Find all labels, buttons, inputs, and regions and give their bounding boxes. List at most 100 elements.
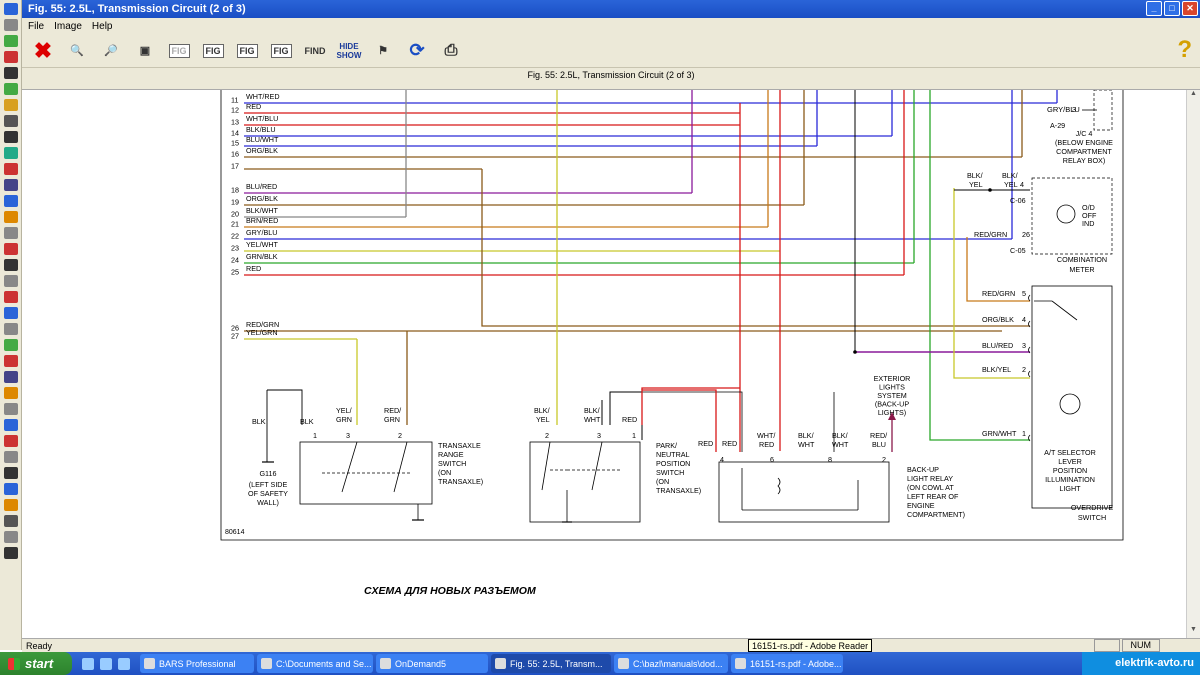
diagram-label: C-06 xyxy=(1010,196,1026,205)
launcher-icon[interactable] xyxy=(4,339,18,351)
menu-file[interactable]: File xyxy=(28,20,45,32)
launcher-icon[interactable] xyxy=(4,355,18,367)
launcher-icon[interactable] xyxy=(4,51,18,63)
fig-next-button[interactable]: FIG xyxy=(266,37,296,65)
bookmark-button[interactable]: ⚑ xyxy=(368,37,398,65)
minimize-button[interactable]: _ xyxy=(1146,1,1162,16)
diagram-label: LIGHTS xyxy=(879,383,905,392)
launcher-icon[interactable] xyxy=(4,547,18,559)
fit-window-button[interactable]: ▣ xyxy=(130,37,160,65)
print-button[interactable]: ⎙ xyxy=(436,37,466,65)
wire-color-label: BLU/WHT xyxy=(246,135,279,144)
combination-meter-box xyxy=(1031,177,1113,255)
wire-color-label: ORG/BLK xyxy=(246,146,278,155)
task-adobe-reader[interactable]: 16151-rs.pdf - Adobe... xyxy=(731,654,843,673)
wire-path xyxy=(966,237,1030,302)
fig-prev-button[interactable]: FIG xyxy=(164,37,194,65)
scroll-up-icon[interactable]: ▲ xyxy=(1190,90,1197,97)
diagram-label: GRN/WHT xyxy=(982,429,1017,438)
wire-color-label: RED xyxy=(246,102,261,111)
task-label: 16151-rs.pdf - Adobe... xyxy=(750,658,842,669)
quicklaunch-icon[interactable] xyxy=(100,657,112,670)
task-manuals-folder[interactable]: C:\bazl\manuals\dod... xyxy=(614,654,728,673)
fig-hand-icon: FIG xyxy=(202,43,224,58)
scroll-down-icon[interactable]: ▼ xyxy=(1190,626,1197,633)
maximize-button[interactable]: □ xyxy=(1164,1,1180,16)
launcher-icon[interactable] xyxy=(4,259,18,271)
launcher-icon[interactable] xyxy=(4,147,18,159)
launcher-icon[interactable] xyxy=(4,243,18,255)
launcher-icon[interactable] xyxy=(4,211,18,223)
launcher-icon[interactable] xyxy=(4,467,18,479)
diagram-label: RED xyxy=(722,439,737,448)
help-icon[interactable]: ? xyxy=(1177,36,1192,63)
launcher-icon[interactable] xyxy=(4,195,18,207)
menu-image[interactable]: Image xyxy=(54,20,82,32)
launcher-icon[interactable] xyxy=(4,323,18,335)
task-documents[interactable]: C:\Documents and Se... xyxy=(257,654,373,673)
diagram-label: 4 xyxy=(1020,180,1024,189)
refresh-button[interactable]: ⟳ xyxy=(402,37,432,65)
launcher-icon[interactable] xyxy=(4,435,18,447)
launcher-icon[interactable] xyxy=(4,307,18,319)
launcher-icon[interactable] xyxy=(4,515,18,527)
fig-select-button[interactable]: FIG xyxy=(198,37,228,65)
diagram-caption: СХЕМА ДЛЯ НОВЫХ РАЗЪЕМОМ xyxy=(364,585,536,597)
launcher-icon[interactable] xyxy=(4,163,18,175)
num-lock-indicator: NUM xyxy=(1121,639,1160,652)
task-label: BARS Professional xyxy=(159,658,236,669)
wire-segment xyxy=(541,441,551,491)
launcher-icon[interactable] xyxy=(4,403,18,415)
diagram-label: LIGHT RELAY xyxy=(907,474,953,483)
launcher-icon[interactable] xyxy=(4,131,18,143)
fig-back-button[interactable]: FIG xyxy=(232,37,262,65)
diagram-label: 1 xyxy=(632,431,636,440)
task-bars-professional[interactable]: BARS Professional xyxy=(140,654,254,673)
launcher-icon[interactable] xyxy=(4,275,18,287)
launcher-icon[interactable] xyxy=(4,99,18,111)
zoom-out-button[interactable]: 🔎 xyxy=(96,37,126,65)
diagram-label: RED/ xyxy=(384,406,401,415)
launcher-icon[interactable] xyxy=(4,419,18,431)
launcher-icon[interactable] xyxy=(4,499,18,511)
launcher-icon[interactable] xyxy=(4,19,18,31)
launcher-icon[interactable] xyxy=(4,387,18,399)
fig-icon: FIG xyxy=(168,43,190,58)
diagram-label: 8 xyxy=(828,455,832,464)
diagram-label: YEL xyxy=(969,180,983,189)
launcher-icon[interactable] xyxy=(4,227,18,239)
diagram-label: (LEFT SIDE xyxy=(249,480,288,489)
launcher-icon[interactable] xyxy=(4,35,18,47)
close-figure-button[interactable]: ✖ xyxy=(28,37,58,65)
launcher-icon[interactable] xyxy=(4,483,18,495)
wire-path xyxy=(929,90,1030,441)
quicklaunch-icon[interactable] xyxy=(82,657,94,670)
vertical-scrollbar[interactable]: ▲ ▼ xyxy=(1186,90,1200,638)
wire-number: 21 xyxy=(231,220,239,229)
start-button[interactable]: start xyxy=(0,652,72,675)
zoom-in-button[interactable]: 🔍 xyxy=(62,37,92,65)
launcher-icon[interactable] xyxy=(4,291,18,303)
task-fig55[interactable]: Fig. 55: 2.5L, Transm... xyxy=(491,654,611,673)
launcher-icon[interactable] xyxy=(4,179,18,191)
task-ondemand5[interactable]: OnDemand5 xyxy=(376,654,488,673)
connector-pin xyxy=(1028,294,1031,302)
launcher-icon[interactable] xyxy=(4,371,18,383)
find-label: FIND xyxy=(304,45,326,56)
find-button[interactable]: FIND xyxy=(300,37,330,65)
wire-path xyxy=(481,169,1030,327)
diagram-label: EXTERIOR xyxy=(874,374,911,383)
diagram-label: RED xyxy=(622,415,637,424)
menu-help[interactable]: Help xyxy=(91,20,113,32)
quicklaunch-icon[interactable] xyxy=(118,657,130,670)
close-button[interactable]: ✕ xyxy=(1182,1,1198,16)
wire-color-label: RED/GRN xyxy=(246,320,279,329)
launcher-icon[interactable] xyxy=(4,531,18,543)
launcher-icon[interactable] xyxy=(4,115,18,127)
launcher-icon[interactable] xyxy=(4,83,18,95)
launcher-icon[interactable] xyxy=(4,451,18,463)
launcher-icon[interactable] xyxy=(4,67,18,79)
launcher-icon[interactable] xyxy=(4,3,18,15)
